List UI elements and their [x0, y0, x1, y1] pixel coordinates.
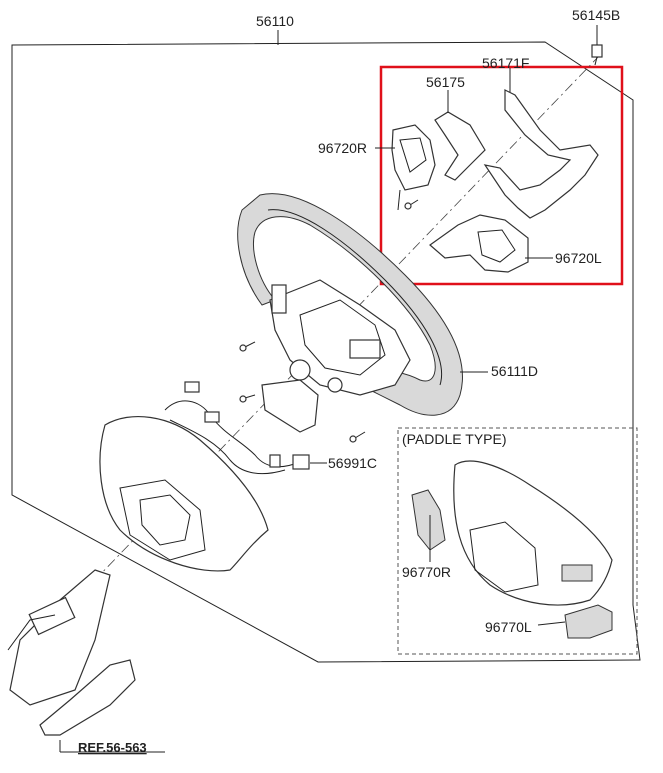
highlight-box: [379, 65, 624, 286]
paddle-cover: [453, 460, 613, 606]
label-56991c: 56991C: [328, 455, 377, 471]
label-96770l: 96770L: [485, 619, 532, 635]
label-56145b: 56145B: [572, 7, 620, 23]
bracket-f-part: [483, 89, 599, 219]
paddle-box-title: (PADDLE TYPE): [402, 431, 507, 447]
label-96720r: 96720R: [318, 140, 367, 156]
label-96770r: 96770R: [402, 564, 451, 580]
paddle-left-part: [564, 604, 613, 639]
steering-column: [7, 569, 136, 736]
paddle-type-box: [397, 427, 638, 655]
label-ref: REF.56-563: [78, 740, 147, 755]
label-56111d: 56111D: [491, 363, 538, 379]
hub-bracket: [261, 379, 319, 433]
switch-right-part: [391, 124, 436, 211]
leader-lines: [59, 25, 598, 753]
column-cover: [99, 415, 269, 572]
label-96720l: 96720L: [555, 250, 602, 266]
bracket-part: [434, 111, 486, 181]
switch-left-part: [429, 214, 529, 273]
label-56175: 56175: [426, 74, 465, 90]
paddle-right-part: [411, 489, 446, 551]
screw: [239, 199, 419, 443]
label-56171f: 56171F: [482, 55, 529, 71]
steering-wheel-rim: [237, 193, 464, 416]
wiring-harness: [164, 381, 310, 475]
label-56110: 56110: [256, 13, 294, 29]
steering-wheel-hub: [269, 279, 411, 396]
